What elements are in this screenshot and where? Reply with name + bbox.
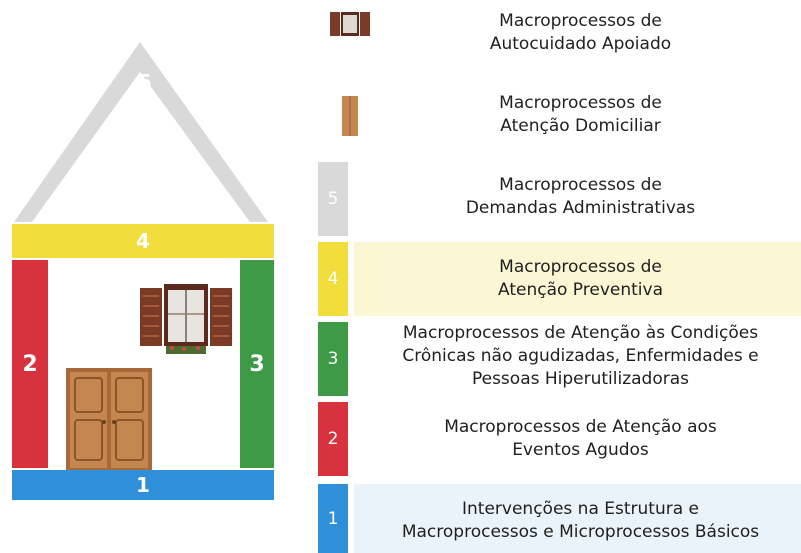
legend-line: Eventos Agudos <box>512 440 649 460</box>
house-diagram: 5 4 2 3 1 <box>0 0 290 553</box>
yellow-band <box>354 242 801 316</box>
legend-line: Autocuidado Apoiado <box>489 34 672 54</box>
legend-line: Demandas Administrativas <box>465 198 696 218</box>
window-icon <box>330 12 370 36</box>
legend-item-domiciliar: Macroprocessos de Atenção Domiciliar <box>318 80 801 160</box>
red-wall: 2 <box>12 260 48 468</box>
blue-swatch: 1 <box>318 484 348 553</box>
legend-line: Macroprocessos de <box>499 257 662 277</box>
swatch-number: 4 <box>327 269 339 289</box>
legend-line: Macroprocessos de Atenção aos <box>444 417 717 437</box>
blue-base: 1 <box>12 470 274 500</box>
swatch-number: 3 <box>327 349 339 369</box>
house-door-icon <box>66 368 152 470</box>
legend-line: Macroprocessos de Atenção às Condições <box>402 323 759 343</box>
red-wall-number: 2 <box>22 351 38 377</box>
legend-item-administrativas: 5 Macroprocessos de Demandas Administrat… <box>318 160 801 238</box>
legend-line: Macroprocessos de <box>499 175 662 195</box>
legend-item-estrutura: 1 Intervenções na Estrutura e Macroproce… <box>318 480 801 553</box>
legend-line: Intervenções na Estrutura e <box>462 499 699 519</box>
legend-line: Pessoas Hiperutilizadoras <box>471 369 690 389</box>
legend-line: Atenção Domiciliar <box>500 116 661 136</box>
legend-item-cronicas: 3 Macroprocessos de Atenção às Condições… <box>318 320 801 398</box>
roof-number: 5 <box>138 70 152 94</box>
swatch-number: 1 <box>327 508 339 529</box>
red-swatch: 2 <box>318 402 348 476</box>
blue-base-number: 1 <box>136 473 150 497</box>
legend-item-agudos: 2 Macroprocessos de Atenção aos Eventos … <box>318 400 801 478</box>
blue-band <box>354 484 801 553</box>
green-swatch: 3 <box>318 322 348 396</box>
swatch-number: 5 <box>327 189 339 209</box>
legend-item-autocuidado: Macroprocessos de Autocuidado Apoiado <box>318 0 801 80</box>
swatch-number: 2 <box>327 429 339 449</box>
gray-swatch: 5 <box>318 162 348 236</box>
legend-item-preventiva: 4 Macroprocessos de Atenção Preventiva <box>318 240 801 318</box>
yellow-beam-number: 4 <box>136 229 150 253</box>
house-window-icon <box>140 284 232 354</box>
legend-line: Macroprocessos e Microprocessos Básicos <box>401 522 760 542</box>
green-wall-number: 3 <box>249 351 265 377</box>
legend-line: Atenção Preventiva <box>498 280 663 300</box>
yellow-swatch: 4 <box>318 242 348 316</box>
legend-line: Macroprocessos de <box>499 93 662 113</box>
legend-line: Crônicas não agudizadas, Enfermidades e <box>402 346 759 366</box>
roof-shape <box>14 42 268 222</box>
yellow-beam: 4 <box>12 224 274 258</box>
door-icon <box>342 96 358 136</box>
legend-line: Macroprocessos de <box>499 11 662 31</box>
green-wall: 3 <box>240 260 274 468</box>
